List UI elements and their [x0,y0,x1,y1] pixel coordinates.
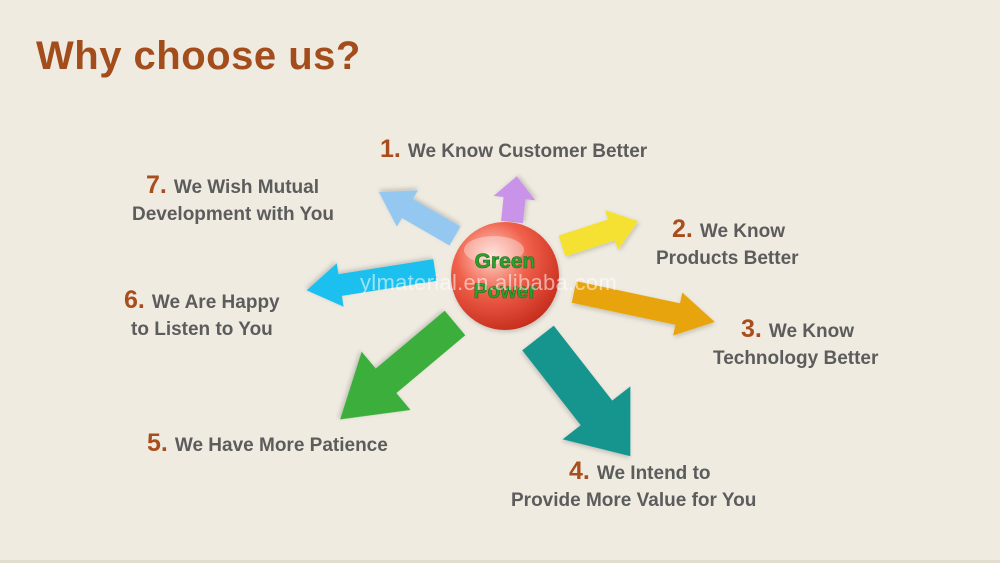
reason-text: Technology Better [713,348,879,369]
reason-number: 2. [672,215,693,243]
arrow-5 [340,310,466,420]
footer-divider [0,560,1000,563]
reason-7: 7. We Wish Mutual Development with You [132,172,334,228]
reason-2: 2. We Know Products Better [656,216,799,272]
reason-text: We Wish Mutual [173,177,320,198]
reason-text: Products Better [656,248,799,269]
reason-number: 6. [124,286,145,314]
reason-number: 5. [147,429,168,457]
arrow-2 [558,209,639,257]
reason-text: We Are Happy [151,292,280,313]
center-text-line1: Green [475,250,536,273]
reason-number: 1. [380,135,401,163]
reason-text: We Have More Patience [174,435,388,456]
page-title: Why choose us? [36,34,361,78]
reason-text: We Know [768,321,855,342]
reason-text: Development with You [132,204,334,225]
reason-text: We Intend to [596,463,711,484]
reason-number: 3. [741,315,762,343]
arrow-1 [493,176,536,224]
center-text-line2: Power [473,280,536,303]
arrow-3 [571,281,715,336]
reason-3: 3. We Know Technology Better [713,316,878,372]
reason-number: 7. [146,171,167,199]
arrow-6 [306,259,437,307]
reason-6: 6. We Are Happy to Listen to You [124,287,280,343]
reason-1: 1. We Know Customer Better [380,136,647,165]
reason-text: We Know Customer Better [407,141,648,162]
reason-text: to Listen to You [131,319,273,340]
arrow-7 [378,190,461,246]
reason-4: 4. We Intend to Provide More Value for Yo… [511,458,756,514]
reason-text: We Know [699,221,786,242]
watermark-text: ylmaterial.en.alibaba.com [360,270,617,295]
green-power-sphere [451,222,559,330]
arrow-4 [522,325,631,457]
reason-5: 5. We Have More Patience [147,430,388,459]
reason-text: Provide More Value for You [511,490,757,511]
reason-number: 4. [569,457,590,485]
